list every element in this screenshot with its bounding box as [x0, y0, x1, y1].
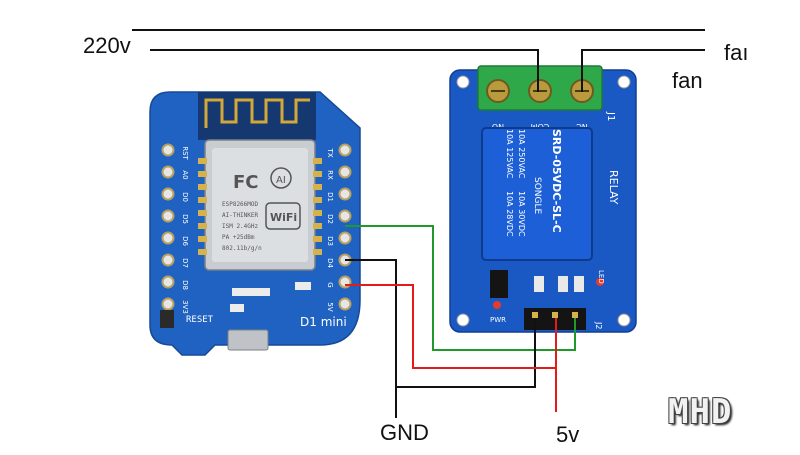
- board-name: D1 mini: [300, 315, 347, 329]
- j2-label: J2: [594, 321, 603, 329]
- terminal-label: COM: [531, 122, 550, 131]
- reset-button: [160, 310, 174, 328]
- fan-label: fan: [672, 68, 703, 93]
- right-pin-label: RX: [326, 170, 334, 180]
- wifi-logo-icon: [265, 202, 301, 230]
- left-pin-rst[interactable]: [161, 143, 175, 157]
- relay-brand: SONGLE: [532, 177, 542, 215]
- right-pin-d1[interactable]: [338, 187, 352, 201]
- right-pin-rx[interactable]: [338, 165, 352, 179]
- left-pin-label: A0: [181, 170, 189, 179]
- status-led-icon: [596, 278, 604, 286]
- d1-mini-board: FC AI WiFi ESP8266MOD AI-THINKER ISM 2.4GH…: [149, 91, 361, 356]
- transistor: [490, 270, 508, 298]
- right-pin-5v[interactable]: [338, 297, 352, 311]
- right-pin-label: D3: [326, 236, 334, 246]
- relay-ratings: 10A 250VAC 10A 30VDC 10A 125VAC 10A 28VDC: [505, 129, 526, 237]
- left-pin-label: 3V3: [181, 300, 189, 314]
- terminal-screws: [486, 79, 594, 103]
- relay-rating: 10A 30VDC: [517, 191, 526, 237]
- pwr-led-icon: [493, 301, 501, 309]
- left-pin-d7[interactable]: [161, 253, 175, 267]
- right-pin-label: D2: [326, 214, 334, 224]
- reset-label: RESET: [186, 315, 214, 325]
- relay-cube: [481, 127, 593, 261]
- right-pin-label: D1: [326, 192, 334, 202]
- usb-port: [227, 329, 269, 351]
- led-label: LED: [597, 270, 605, 284]
- fan-label-top: faı: [724, 40, 749, 65]
- left-pin-label: D0: [181, 192, 189, 202]
- wires: [132, 29, 705, 418]
- left-pin-a0[interactable]: [161, 165, 175, 179]
- left-pin-label: D6: [181, 236, 189, 246]
- mains-label: 220v: [83, 33, 131, 58]
- relay-module: J1 NO COM NC SRD-05VDC-SL-C SONGLE 10A 250…: [449, 65, 637, 340]
- left-pin-label: D7: [181, 258, 189, 268]
- relay-rating: 10A 125VAC: [505, 129, 514, 179]
- right-pin-d2[interactable]: [338, 209, 352, 223]
- left-pin-d0[interactable]: [161, 187, 175, 201]
- relay-header-pin[interactable]: [532, 312, 538, 318]
- svg-text:AI: AI: [276, 175, 286, 186]
- left-pin-d6[interactable]: [161, 231, 175, 245]
- right-pin-label: D4: [326, 258, 334, 268]
- pwr-label: PWR: [490, 316, 506, 324]
- gnd-label: GND: [380, 420, 429, 445]
- left-pin-label: D5: [181, 214, 189, 224]
- fc-mark-icon: FC: [233, 172, 259, 193]
- right-pin-d3[interactable]: [338, 231, 352, 245]
- wire-mains-live: [150, 49, 539, 92]
- right-pin-label: TX: [326, 147, 334, 157]
- svg-text:WiFi: WiFi: [270, 211, 297, 224]
- wifi-module-line: AI-THINKER: [222, 212, 259, 219]
- wifi-module-line: 802.11b/g/n: [222, 245, 262, 252]
- left-pin-d5[interactable]: [161, 209, 175, 223]
- wifi-module-line: ESP8266MOD: [222, 201, 259, 208]
- relay-rating: 10A 28VDC: [505, 191, 514, 237]
- wifi-module-text: ESP8266MOD AI-THINKER ISM 2.4GHz PA +25dBm 8…: [222, 201, 262, 252]
- relay-header-pin[interactable]: [572, 312, 578, 318]
- wire-signal-green: [345, 225, 576, 351]
- terminal-labels: NO COM NC: [492, 122, 588, 131]
- relay-rating: 10A 250VAC: [517, 129, 526, 179]
- left-pin-label: D8: [181, 280, 189, 290]
- watermark: MHD: [668, 392, 733, 432]
- right-pin-label: G: [326, 282, 334, 287]
- wifi-module-line: ISM 2.4GHz: [222, 223, 259, 230]
- left-pin-d8[interactable]: [161, 275, 175, 289]
- terminal-label: NO: [492, 122, 504, 131]
- right-pin-label: 5V: [326, 302, 334, 311]
- j1-label: J1: [605, 111, 616, 121]
- relay-model: SRD-05VDC-SL-C: [550, 129, 563, 233]
- wifi-module-line: PA +25dBm: [222, 234, 255, 241]
- left-pin-3v3[interactable]: [161, 297, 175, 311]
- left-pin-label: RST: [181, 146, 189, 160]
- vcc-label: 5v: [556, 422, 580, 447]
- right-pin-tx[interactable]: [338, 143, 352, 157]
- module-pads: [198, 158, 322, 255]
- relay-header-pin[interactable]: [552, 312, 558, 318]
- wire-vcc-red: [345, 284, 557, 369]
- terminal-label: NC: [576, 122, 588, 131]
- relay-title: RELAY: [607, 170, 620, 205]
- wire-fan: [581, 49, 705, 92]
